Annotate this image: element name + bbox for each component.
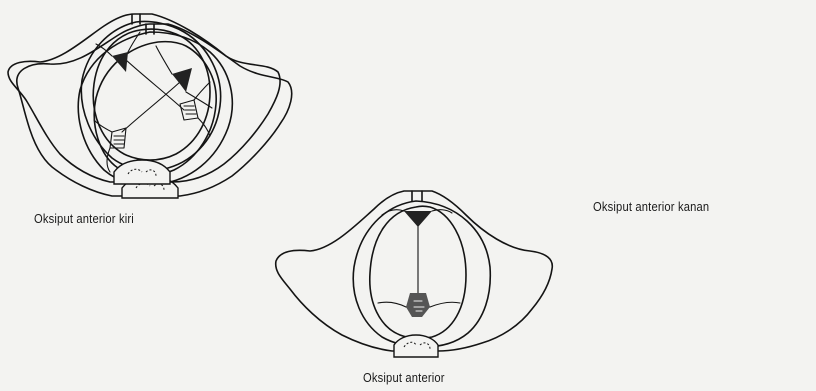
sacrum <box>394 335 438 357</box>
caption-occiput-anterior: Oksiput anterior <box>363 370 445 385</box>
caption-right-occiput-anterior: Oksiput anterior kanan <box>593 199 709 214</box>
pelvis-right-svg <box>0 0 286 200</box>
fetal-head <box>93 29 210 160</box>
symphysis <box>412 191 422 201</box>
pelvic-brim <box>353 201 490 347</box>
pelvis-center-svg <box>270 175 560 365</box>
anterior-fontanel <box>406 293 430 317</box>
posterior-fontanel <box>404 211 432 227</box>
posterior-fontanel <box>112 52 128 72</box>
pelvic-outline <box>8 14 280 182</box>
sagittal-suture <box>126 60 184 110</box>
pelvic-brim <box>81 21 220 169</box>
caption-left-occiput-anterior: Oksiput anterior kiri <box>34 211 134 226</box>
pelvis-diagram-occiput-anterior <box>270 175 560 365</box>
pelvis-diagram-right-occiput-anterior <box>0 0 286 200</box>
